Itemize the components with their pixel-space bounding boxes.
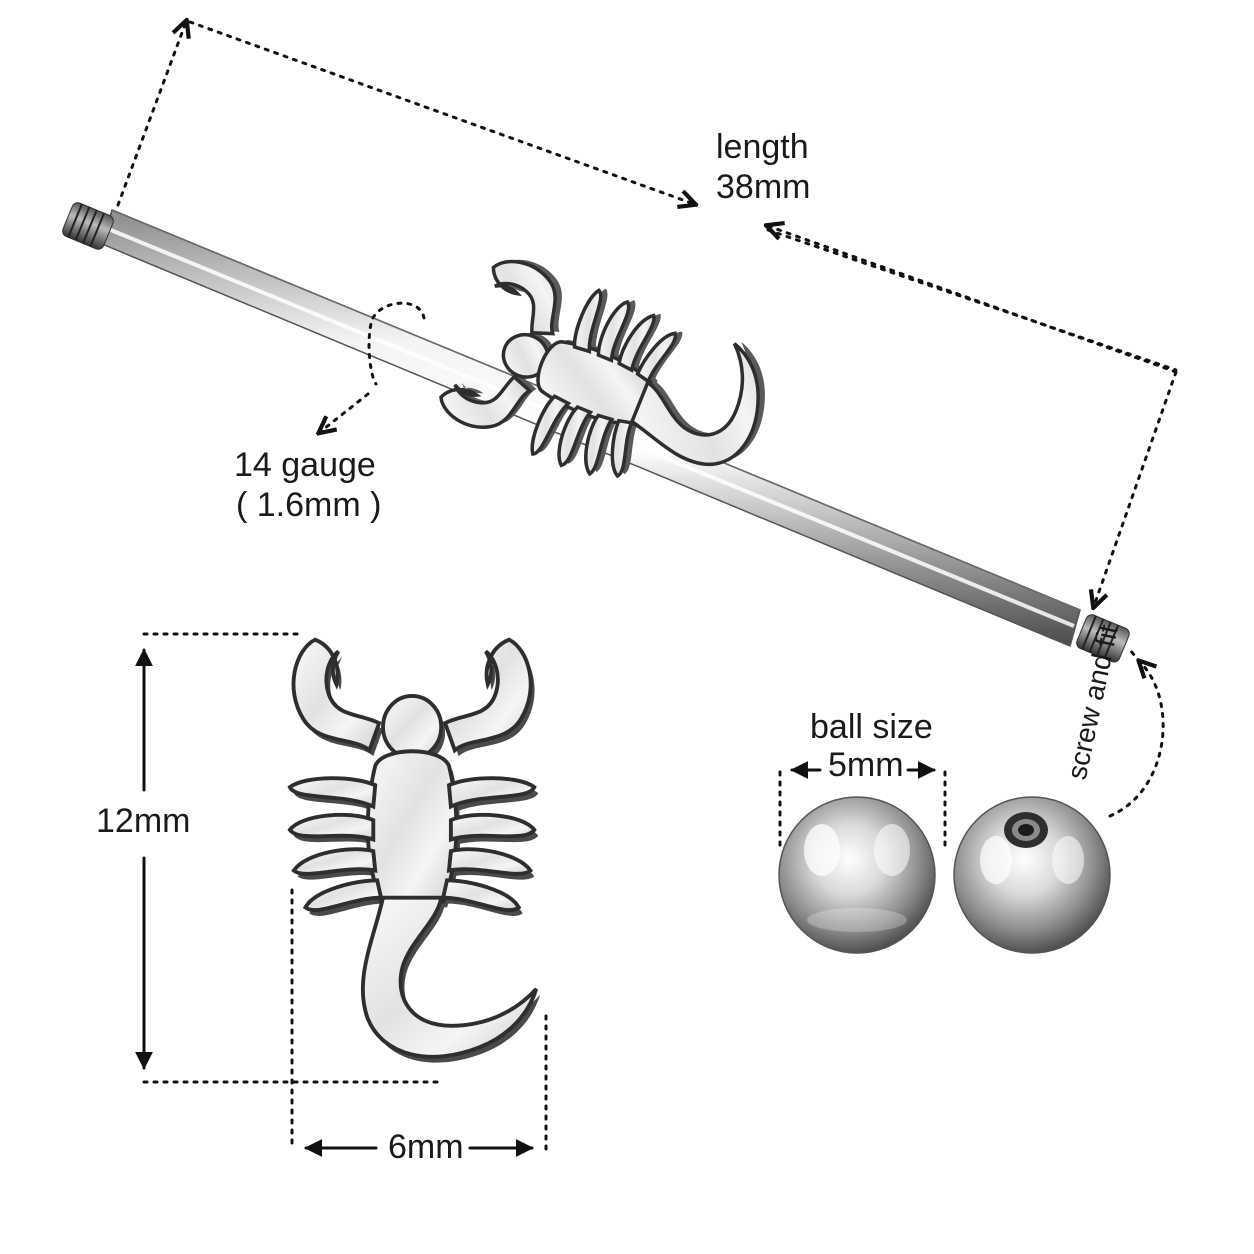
height-dimension [135, 632, 442, 1084]
height-value: 12mm [96, 802, 191, 840]
length-dimension [116, 22, 1178, 606]
ball-size-label: ball size [810, 708, 933, 746]
ball-size-value: 5mm [828, 746, 904, 784]
ball-solid [778, 796, 936, 954]
gauge-indicator [320, 301, 426, 432]
width-value: 6mm [388, 1128, 464, 1166]
width-dimension [290, 888, 548, 1157]
ball-dimension [778, 761, 947, 852]
screw-fit-arrow [1108, 648, 1165, 818]
ball-threaded [953, 796, 1111, 954]
gauge-value: ( 1.6mm ) [236, 486, 382, 524]
scorpion-front-view [287, 637, 541, 1063]
gauge-label: 14 gauge [234, 446, 376, 484]
length-label: length [716, 128, 809, 166]
length-value: 38mm [716, 168, 811, 206]
